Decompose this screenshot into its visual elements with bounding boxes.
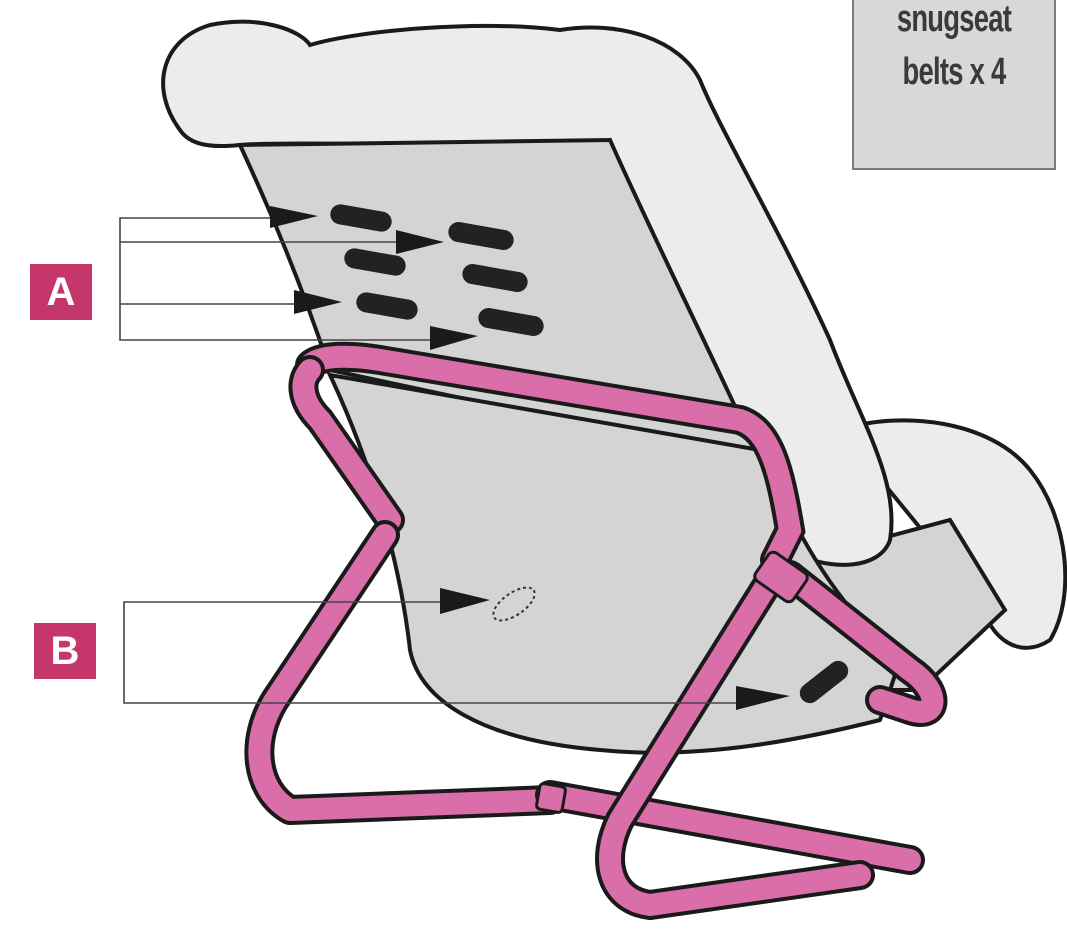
info-line-1: snugseat: [882, 0, 1026, 42]
label-b: B: [34, 623, 96, 679]
label-a: A: [30, 264, 92, 320]
frame-base-joint: [536, 783, 566, 813]
info-box: snugseat belts x 4: [852, 0, 1056, 170]
info-line-2: belts x 4: [882, 42, 1026, 102]
